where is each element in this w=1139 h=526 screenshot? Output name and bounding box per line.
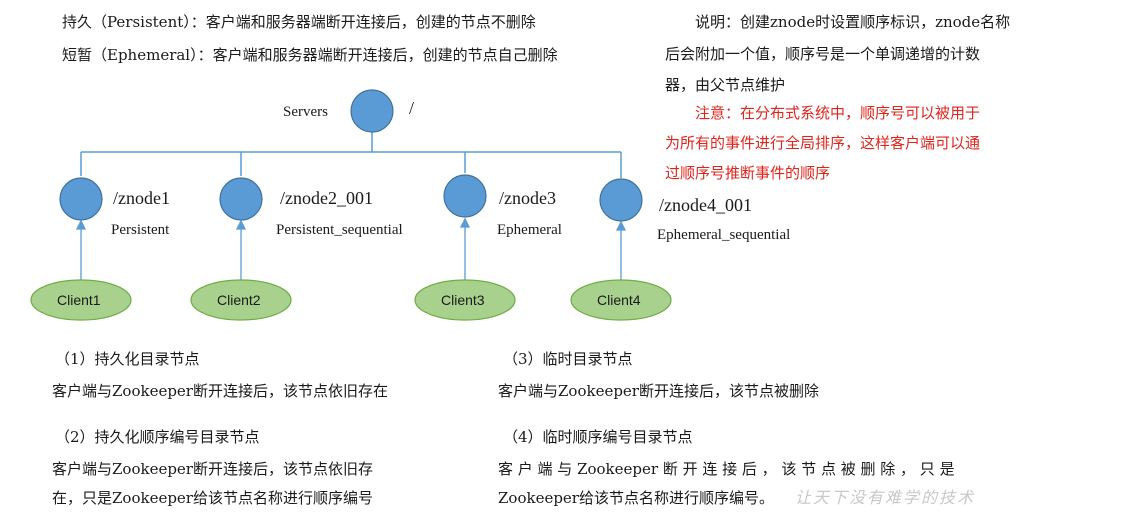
section-3-body: 客户端与Zookeeper断开连接后，该节点被删除 — [498, 382, 819, 400]
explanation-line-3: 器，由父节点维护 — [665, 76, 786, 94]
znode1-path: /znode1 — [113, 188, 170, 208]
warning-line-3: 过顺序号推断事件的顺序 — [665, 164, 831, 182]
warning-line-2: 为所有的事件进行全局排序，这样客户端可以通 — [665, 134, 981, 152]
root-node — [350, 89, 394, 133]
section-2-title: （2）持久化顺序编号目录节点 — [55, 428, 260, 446]
section-3-title: （3）临时目录节点 — [503, 350, 633, 368]
persistent-definition: 持久（Persistent）：客户端和服务器端断开连接后，创建的节点不删除 — [62, 13, 536, 31]
watermark: 让天下没有难学的技术 — [795, 488, 976, 507]
section-2-body-1: 客户端与Zookeeper断开连接后，该节点依旧存 — [52, 460, 373, 478]
explanation-line-1: 说明：创建znode时设置顺序标识，znode名称 — [695, 13, 1011, 31]
arrow-head-client1 — [75, 219, 87, 230]
arrow-head-client4 — [615, 220, 627, 231]
znode2-path: /znode2_001 — [280, 188, 373, 208]
client4-ellipse — [570, 279, 672, 321]
root-path: / — [409, 98, 415, 118]
explanation-line-2: 后会附加一个值，顺序号是一个单调递增的计数 — [665, 45, 981, 63]
znode4-node — [599, 178, 643, 222]
tree-connectors — [80, 132, 622, 178]
znode1-node — [59, 177, 103, 221]
warning-line-1: 注意：在分布式系统中，顺序号可以被用于 — [695, 104, 981, 122]
znode3-type: Ephemeral — [497, 222, 562, 238]
znode2-type: Persistent_sequential — [276, 222, 403, 238]
client2-label: Client2 — [217, 292, 261, 308]
section-4-title: （4）临时顺序编号目录节点 — [503, 428, 693, 446]
znode4-type: Ephemeral_sequential — [657, 227, 791, 243]
znode4-path: /znode4_001 — [659, 195, 752, 215]
arrow-head-client3 — [459, 217, 471, 228]
client4-label: Client4 — [597, 292, 641, 308]
znode3-node — [443, 174, 487, 218]
arrow-head-client2 — [235, 219, 247, 230]
ephemeral-definition: 短暂（Ephemeral）：客户端和服务器端断开连接后，创建的节点自己删除 — [62, 46, 558, 64]
client1-label: Client1 — [57, 292, 101, 308]
znode3-path: /znode3 — [499, 188, 556, 208]
client-arrows — [75, 217, 627, 282]
client2-ellipse — [190, 279, 292, 321]
section-2-body-2: 在，只是Zookeeper给该节点名称进行顺序编号 — [52, 489, 373, 507]
root-label: Servers — [283, 104, 328, 120]
section-4-body-1: 客 户 端 与 Zookeeper 断 开 连 接 后 ， 该 节 点 被 删 … — [498, 460, 955, 478]
znode2-node — [219, 177, 263, 221]
section-1-body: 客户端与Zookeeper断开连接后，该节点依旧存在 — [52, 382, 388, 400]
znode1-type: Persistent — [111, 222, 170, 238]
client1-ellipse — [30, 279, 132, 321]
client3-ellipse — [414, 279, 516, 321]
client3-label: Client3 — [441, 292, 485, 308]
section-4-body-2: Zookeeper给该节点名称进行顺序编号。 — [498, 489, 774, 507]
section-1-title: （1）持久化目录节点 — [55, 350, 200, 368]
